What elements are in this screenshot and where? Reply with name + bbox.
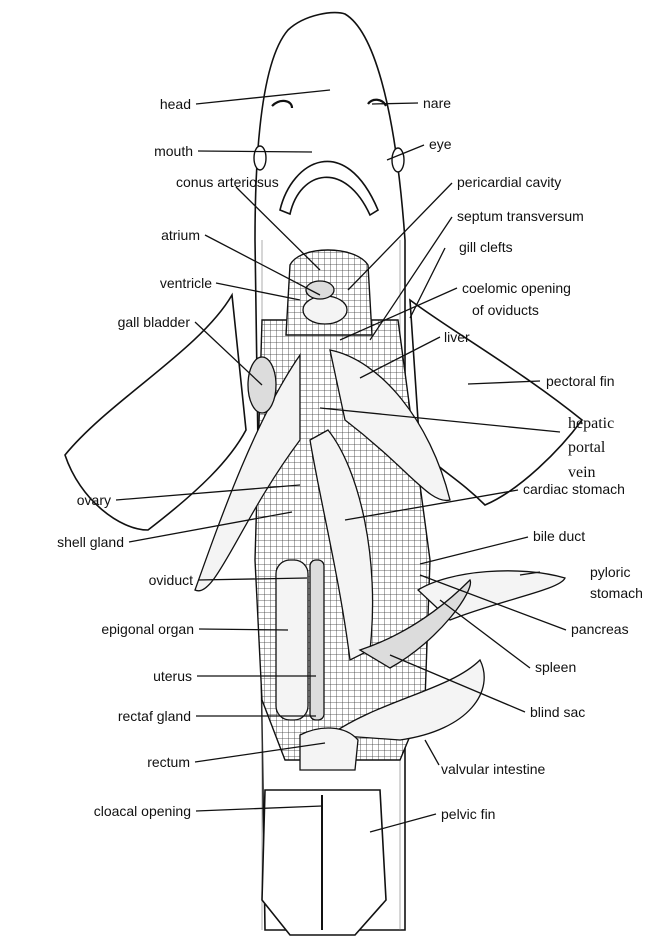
label-epigonal-organ: epigonal organ <box>101 621 194 637</box>
label-mouth: mouth <box>154 143 193 159</box>
label-oviduct: oviduct <box>149 572 193 588</box>
label-gall-bladder: gall bladder <box>118 314 191 330</box>
label-conus-arteriosus: conus arteriosus <box>176 174 279 190</box>
label-head: head <box>160 96 191 112</box>
rectum-shape <box>300 728 358 770</box>
ventricle-shape <box>303 296 347 324</box>
label-pancreas: pancreas <box>571 621 629 637</box>
label-rectum: rectum <box>147 754 190 770</box>
label-eye: eye <box>429 136 452 152</box>
label-gill-clefts: gill clefts <box>459 239 513 255</box>
label-hepatic-portal-1: hepatic <box>568 415 614 432</box>
label-septum-transversum: septum transversum <box>457 208 584 224</box>
epigonal-organ-shape <box>276 560 308 720</box>
label-uterus: uterus <box>153 668 192 684</box>
label-spleen: spleen <box>535 659 576 675</box>
label-ventricle: ventricle <box>160 275 212 291</box>
label-liver: liver <box>444 329 470 345</box>
label-hepatic-portal-2: portal <box>568 439 606 456</box>
label-ovary: ovary <box>77 492 111 508</box>
uterus-shape <box>310 560 324 720</box>
pelvic-fin-shape <box>262 790 386 935</box>
label-hepatic-portal-3: vein <box>568 464 596 481</box>
label-cloacal-opening: cloacal opening <box>94 803 191 819</box>
label-nare: nare <box>423 95 451 111</box>
label-pyloric-stomach-2: stomach <box>590 585 643 601</box>
left-eye-shape <box>254 146 266 170</box>
label-blind-sac: blind sac <box>530 704 585 720</box>
label-pelvic-fin: pelvic fin <box>441 806 495 822</box>
label-shell-gland: shell gland <box>57 534 124 550</box>
right-eye-shape <box>392 148 404 172</box>
label-pectoral-fin: pectoral fin <box>546 373 614 389</box>
label-valvular-intestine: valvular intestine <box>441 761 545 777</box>
label-pericardial-cavity: pericardial cavity <box>457 174 561 190</box>
label-pyloric-stomach-1: pyloric <box>590 564 630 580</box>
label-cardiac-stomach: cardiac stomach <box>523 481 625 497</box>
label-coelomic-opening-1: coelomic opening <box>462 280 571 296</box>
label-atrium: atrium <box>161 227 200 243</box>
label-bile-duct: bile duct <box>533 528 585 544</box>
label-coelomic-opening-2: of oviducts <box>472 302 539 318</box>
label-rectal-gland: rectaf gland <box>118 708 191 724</box>
